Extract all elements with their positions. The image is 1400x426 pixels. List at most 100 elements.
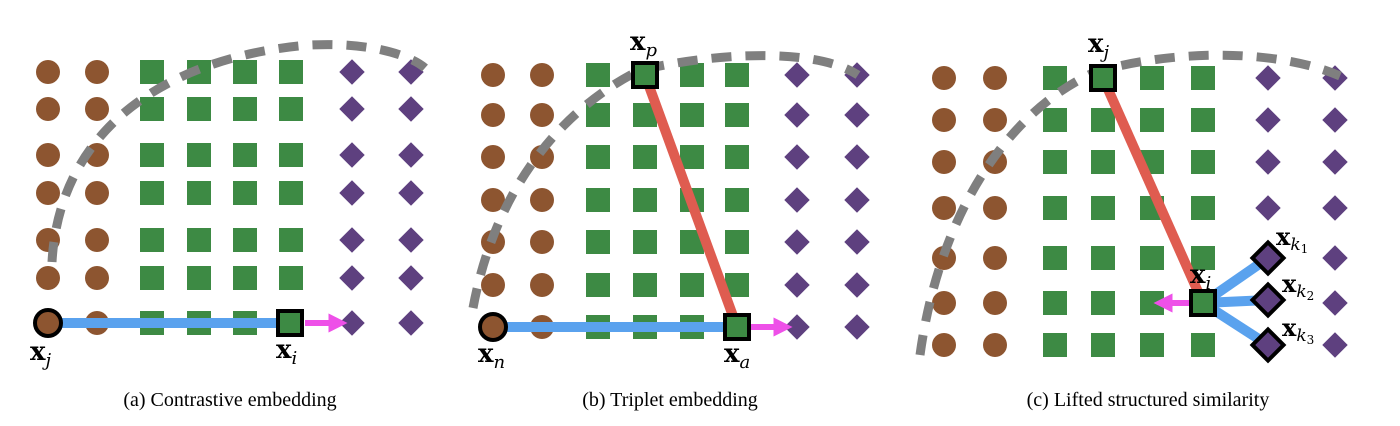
diamond-point xyxy=(1322,290,1348,316)
panel-triplet: xp xn xa (b) Triplet embedding xyxy=(468,27,870,411)
diamond-point xyxy=(1255,149,1281,175)
circle-point xyxy=(481,188,505,212)
diamond-point xyxy=(1322,245,1348,271)
circle-point xyxy=(85,60,109,84)
circle-point xyxy=(36,97,60,121)
circle-point xyxy=(932,108,956,132)
label-xn: xn xyxy=(478,339,505,373)
square-point xyxy=(1140,108,1164,132)
decision-boundary-c xyxy=(915,50,1342,356)
square-point xyxy=(586,273,610,297)
square-point xyxy=(1191,108,1215,132)
diamond-point xyxy=(398,310,424,336)
circle-point xyxy=(983,291,1007,315)
circle-point xyxy=(530,230,554,254)
square-point xyxy=(1091,333,1115,357)
positive-square-xj xyxy=(1089,64,1117,92)
panel-contrastive: xj xi (a) Contrastive embedding xyxy=(30,40,428,411)
square-point xyxy=(187,97,211,121)
square-point xyxy=(1091,196,1115,220)
positive-square-xp xyxy=(631,61,659,89)
label-xk3: xk3 xyxy=(1282,313,1314,347)
square-point xyxy=(586,63,610,87)
diamond-point xyxy=(1322,149,1348,175)
positive-link-b xyxy=(640,73,742,329)
label-xi-c: xi xyxy=(1190,260,1211,294)
circle-point xyxy=(530,188,554,212)
point-grid-a xyxy=(36,59,424,336)
diamond-point xyxy=(784,102,810,128)
square-point xyxy=(1091,150,1115,174)
circle-point xyxy=(36,266,60,290)
square-point xyxy=(233,228,257,252)
square-point xyxy=(725,145,749,169)
square-point xyxy=(1191,196,1215,220)
point-grid-b xyxy=(481,62,870,340)
circle-point xyxy=(530,63,554,87)
square-point xyxy=(279,97,303,121)
diamond-point xyxy=(398,96,424,122)
positive-link-c xyxy=(1098,75,1208,306)
square-point xyxy=(680,63,704,87)
diamond-point xyxy=(784,272,810,298)
diamond-point xyxy=(784,229,810,255)
diamond-point xyxy=(398,142,424,168)
diamond-point xyxy=(784,144,810,170)
square-point xyxy=(233,143,257,167)
circle-point xyxy=(932,246,956,270)
label-xa: xa xyxy=(724,339,750,373)
circle-point xyxy=(481,103,505,127)
square-point xyxy=(140,266,164,290)
circle-point xyxy=(85,97,109,121)
square-point xyxy=(233,181,257,205)
label-xj: xj xyxy=(30,337,52,371)
diamond-point xyxy=(1255,195,1281,221)
diamond-point xyxy=(1322,332,1348,358)
square-point xyxy=(680,273,704,297)
negative-diamond-xk3 xyxy=(1249,326,1287,364)
diamond-point xyxy=(398,227,424,253)
diamond-point xyxy=(784,187,810,213)
diamond-point xyxy=(844,229,870,255)
label-xj-c: xj xyxy=(1088,29,1110,63)
diamond-point xyxy=(339,59,365,85)
square-point xyxy=(586,188,610,212)
square-point xyxy=(140,97,164,121)
circle-point xyxy=(983,66,1007,90)
square-point xyxy=(279,143,303,167)
square-point xyxy=(233,266,257,290)
circle-point xyxy=(983,108,1007,132)
square-point xyxy=(633,145,657,169)
diamond-point xyxy=(1255,65,1281,91)
diamond-point xyxy=(339,310,365,336)
square-point xyxy=(633,188,657,212)
circle-point xyxy=(85,181,109,205)
square-point xyxy=(279,266,303,290)
square-point xyxy=(680,103,704,127)
square-point xyxy=(233,60,257,84)
square-point xyxy=(725,230,749,254)
circle-point xyxy=(932,66,956,90)
square-point xyxy=(680,145,704,169)
square-point xyxy=(633,273,657,297)
circle-point xyxy=(932,150,956,174)
circle-point xyxy=(983,333,1007,357)
square-point xyxy=(586,145,610,169)
point-grid-c xyxy=(932,65,1348,358)
square-point xyxy=(1043,196,1067,220)
square-point xyxy=(1043,291,1067,315)
anchor-square-xa xyxy=(723,313,751,341)
diamond-point xyxy=(844,187,870,213)
square-point xyxy=(1091,246,1115,270)
circle-point xyxy=(85,266,109,290)
diamond-point xyxy=(784,62,810,88)
square-point xyxy=(1043,108,1067,132)
square-point xyxy=(140,181,164,205)
square-point xyxy=(187,228,211,252)
circle-point xyxy=(932,196,956,220)
diamond-point xyxy=(844,314,870,340)
square-point xyxy=(187,181,211,205)
label-xp: xp xyxy=(630,27,658,61)
diamond-point xyxy=(339,96,365,122)
diamond-point xyxy=(1322,195,1348,221)
